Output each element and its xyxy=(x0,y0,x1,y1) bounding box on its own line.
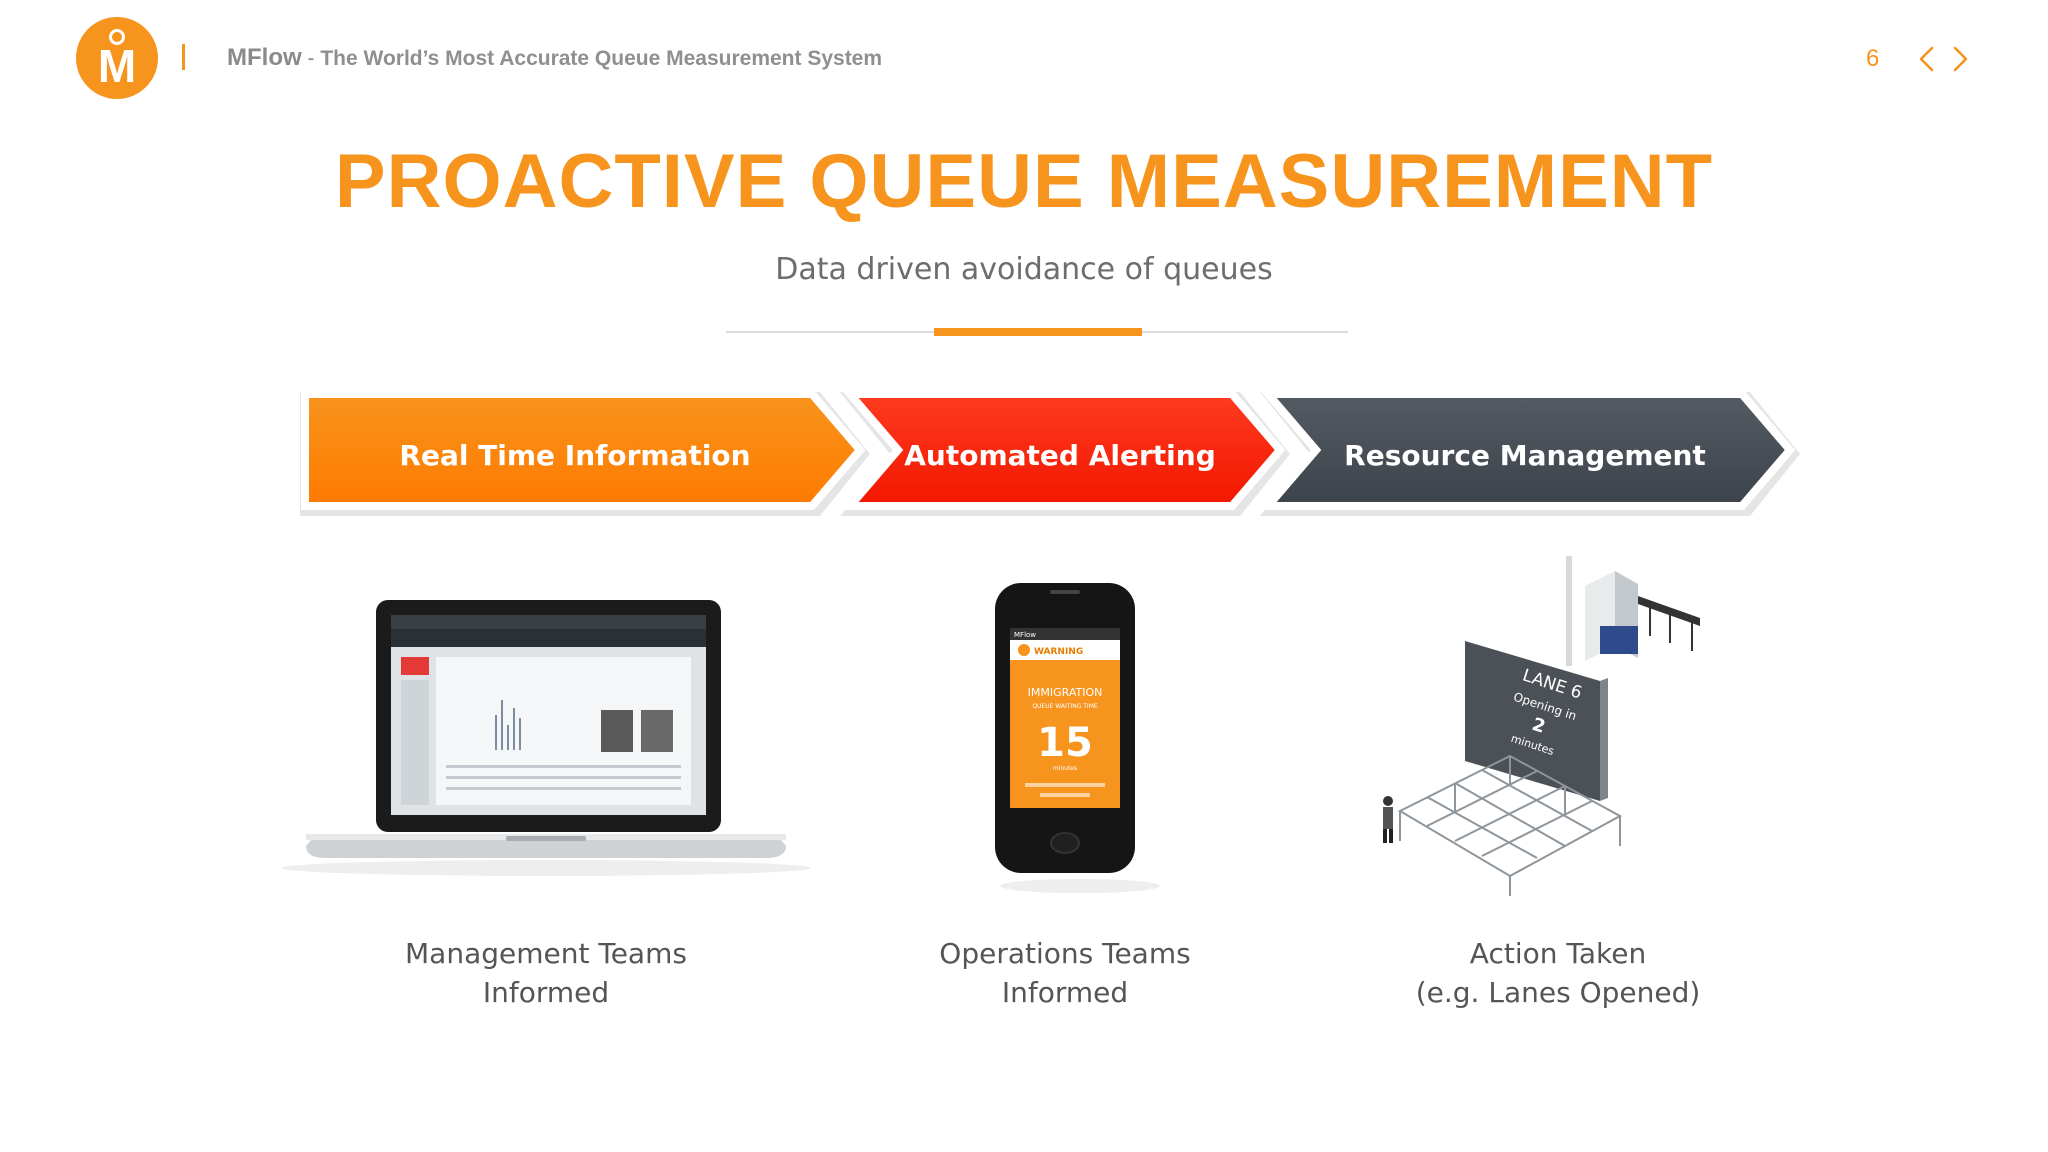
brand-name: MFlow xyxy=(227,44,302,71)
queue-lanes-icon: LANE 6 Opening in 2 minutes xyxy=(1383,556,1700,896)
page-number: 6 xyxy=(1866,45,1880,72)
step-label-resource: Resource Management xyxy=(1344,439,1706,472)
caption-line: Operations Teams xyxy=(939,937,1191,970)
phone-unit: minutes xyxy=(1053,765,1077,772)
outcome-caption-action: Action Taken (e.g. Lanes Opened) xyxy=(1348,934,1768,1012)
brand-dash: - xyxy=(301,47,321,70)
phone-app-label: MFlow xyxy=(1014,631,1036,639)
caption-line: (e.g. Lanes Opened) xyxy=(1415,976,1701,1009)
lane-sign-line3: 2 xyxy=(1529,714,1547,738)
chevron-right-icon[interactable] xyxy=(1947,44,1973,74)
chevron-step-1 xyxy=(301,390,866,510)
process-chevrons xyxy=(300,390,1800,516)
caption-line: Informed xyxy=(482,976,610,1009)
step-label-alerting: Automated Alerting xyxy=(904,439,1216,472)
outcome-caption-management: Management Teams Informed xyxy=(336,934,756,1012)
smartphone-icon: MFlow WARNING IMMIGRATION QUEUE WAITING … xyxy=(995,583,1160,893)
logo-letter: M xyxy=(97,40,137,92)
phone-heading: IMMIGRATION xyxy=(1028,686,1103,699)
chevron-step-3 xyxy=(1259,390,1796,510)
caption-line: Action Taken xyxy=(1469,937,1647,970)
caption-line: Management Teams xyxy=(405,937,687,970)
slide-subtitle: Data driven avoidance of queues xyxy=(775,252,1273,287)
laptop-icon xyxy=(281,600,811,876)
slide-title: PROACTIVE QUEUE MEASUREMENT xyxy=(334,139,1714,224)
phone-alert-label: WARNING xyxy=(1034,647,1083,657)
chevron-step-2 xyxy=(841,390,1286,510)
brand-tagline: The World’s Most Accurate Queue Measurem… xyxy=(320,47,883,70)
logo-ring-icon xyxy=(109,29,125,45)
outcome-caption-operations: Operations Teams Informed xyxy=(855,934,1275,1012)
header-divider xyxy=(182,44,185,70)
title-rule-accent xyxy=(934,328,1142,336)
chevron-left-icon[interactable] xyxy=(1914,44,1940,74)
caption-line: Informed xyxy=(1001,976,1129,1009)
brand-line: MFlow - The World’s Most Accurate Queue … xyxy=(227,44,882,73)
phone-subheading: QUEUE WAITING TIME xyxy=(1032,703,1098,710)
phone-value: 15 xyxy=(1037,720,1093,766)
step-label-real-time: Real Time Information xyxy=(399,439,751,472)
mflow-logo: M xyxy=(76,17,158,99)
